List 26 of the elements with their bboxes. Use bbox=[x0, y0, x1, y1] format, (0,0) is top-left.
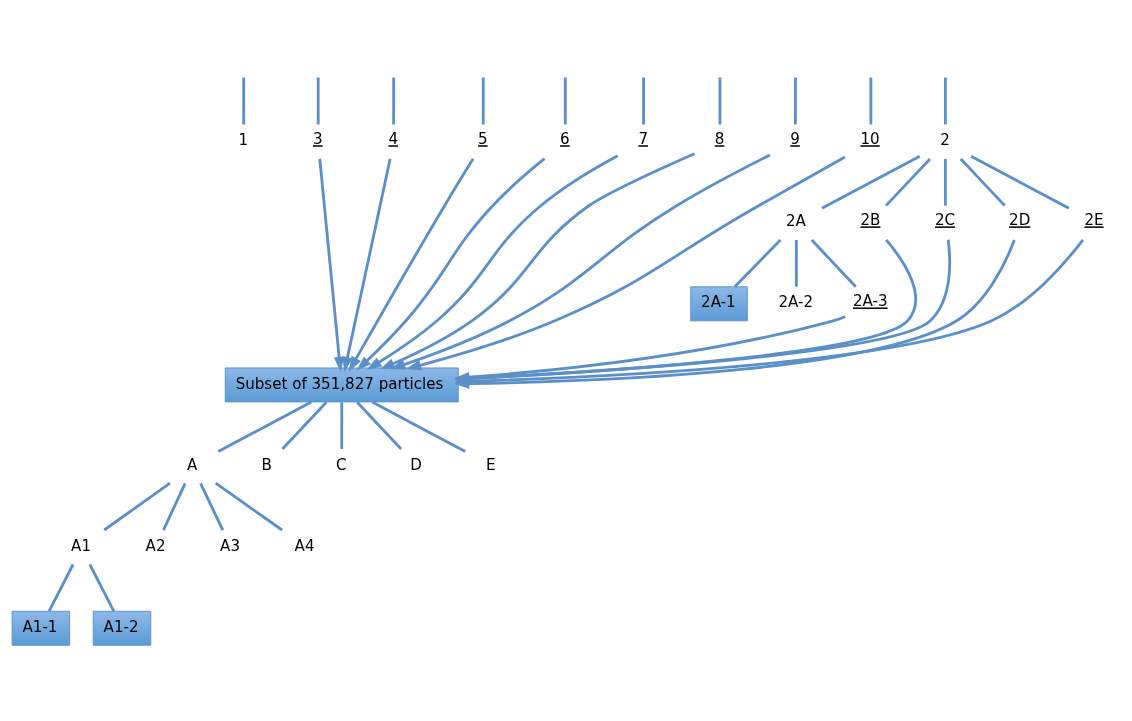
node-text: 2 bbox=[940, 130, 950, 149]
node-text: 2A-3 bbox=[852, 291, 888, 310]
node-text: 5 bbox=[478, 129, 488, 148]
node-text: E bbox=[486, 455, 496, 474]
node-text: 7 bbox=[638, 129, 648, 148]
node-text: 2A-2 bbox=[778, 292, 814, 311]
node-text: C bbox=[336, 455, 347, 474]
node-text: 2B bbox=[860, 210, 881, 229]
node-text: 2D bbox=[1009, 210, 1031, 229]
node-text: 10 bbox=[860, 129, 880, 148]
node-text: A2 bbox=[145, 536, 166, 555]
node-text: 1 bbox=[238, 130, 249, 149]
node-text: 9 bbox=[790, 129, 800, 148]
node-text: 4 bbox=[388, 129, 399, 148]
node-text: A1 bbox=[71, 536, 91, 555]
node-text: D bbox=[410, 455, 422, 474]
node-text: 3 bbox=[313, 129, 323, 148]
node-text: 8 bbox=[714, 129, 725, 148]
node-text: A4 bbox=[294, 536, 315, 555]
node-text: A3 bbox=[220, 536, 241, 555]
node-text: 2C bbox=[935, 210, 956, 229]
node-text: A bbox=[187, 455, 198, 474]
node-text: 2A bbox=[785, 211, 806, 230]
node-text: 2E bbox=[1084, 210, 1104, 229]
node-text: B bbox=[261, 455, 272, 474]
node-text: 6 bbox=[560, 129, 570, 148]
